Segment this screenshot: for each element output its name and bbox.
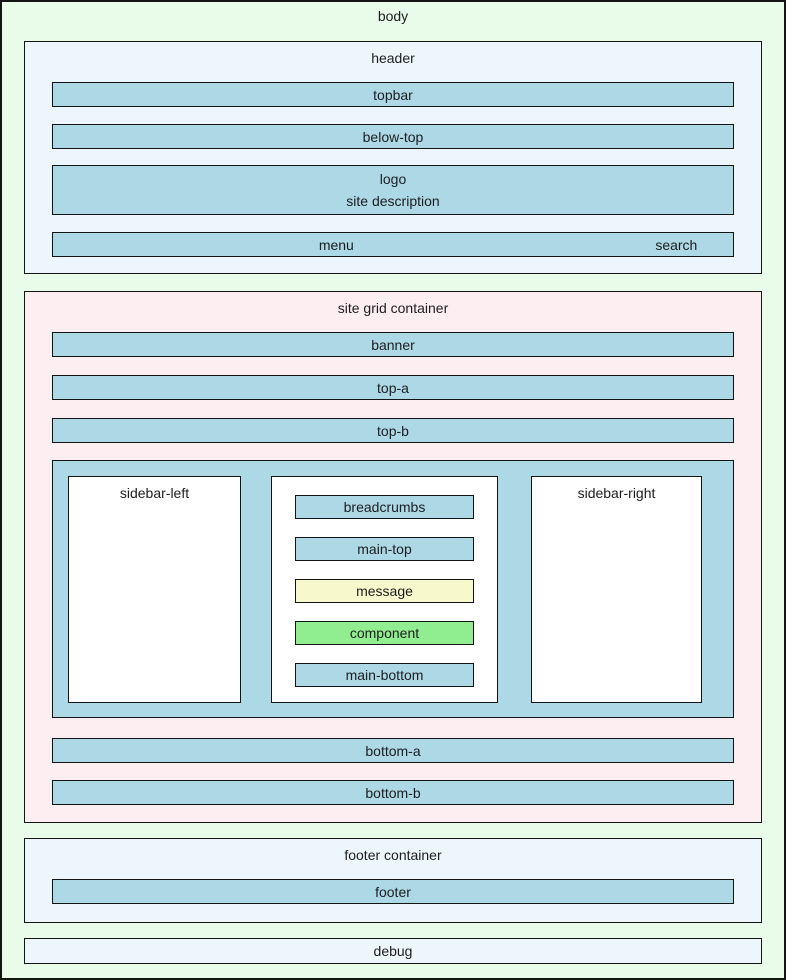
below-top-position: below-top bbox=[52, 124, 734, 149]
topbar-position: topbar bbox=[52, 82, 734, 107]
sidebar-left-label: sidebar-left bbox=[119, 485, 190, 501]
header-label: header bbox=[371, 50, 415, 66]
bottom-b-position: bottom-b bbox=[52, 780, 734, 805]
footer-position: footer bbox=[52, 879, 734, 904]
sidebar-right-position: sidebar-right bbox=[531, 476, 702, 703]
footer-container-label: footer container bbox=[344, 847, 442, 863]
menu-search-row: menu search bbox=[52, 232, 734, 257]
breadcrumbs-position: breadcrumbs bbox=[295, 495, 474, 519]
site-grid-region: site grid container banner top-a top-b s… bbox=[24, 291, 762, 823]
bottom-a-position: bottom-a bbox=[52, 738, 734, 763]
top-a-position: top-a bbox=[52, 375, 734, 400]
main-top-position: main-top bbox=[295, 537, 474, 561]
menu-position: menu bbox=[318, 236, 354, 253]
main-column: breadcrumbs main-top message component m… bbox=[271, 476, 498, 703]
sidebar-right-label: sidebar-right bbox=[577, 485, 656, 501]
banner-position: banner bbox=[52, 332, 734, 357]
footer-region: footer container footer bbox=[24, 838, 762, 923]
sidebar-left-position: sidebar-left bbox=[68, 476, 241, 703]
logo-position: logo site description bbox=[52, 165, 734, 215]
message-position: message bbox=[295, 579, 474, 603]
header-region: header topbar below-top logo site descri… bbox=[24, 41, 762, 274]
site-grid-label: site grid container bbox=[337, 300, 449, 316]
search-position: search bbox=[655, 236, 698, 253]
main-bottom-position: main-bottom bbox=[295, 663, 474, 687]
logo-label: logo bbox=[379, 171, 407, 187]
body-label: body bbox=[377, 8, 409, 24]
content-row: sidebar-left breadcrumbs main-top messag… bbox=[52, 460, 734, 718]
site-description-label: site description bbox=[346, 193, 440, 209]
debug-label: debug bbox=[373, 943, 413, 959]
component-position: component bbox=[295, 621, 474, 645]
top-b-position: top-b bbox=[52, 418, 734, 443]
debug-region: debug bbox=[24, 938, 762, 964]
